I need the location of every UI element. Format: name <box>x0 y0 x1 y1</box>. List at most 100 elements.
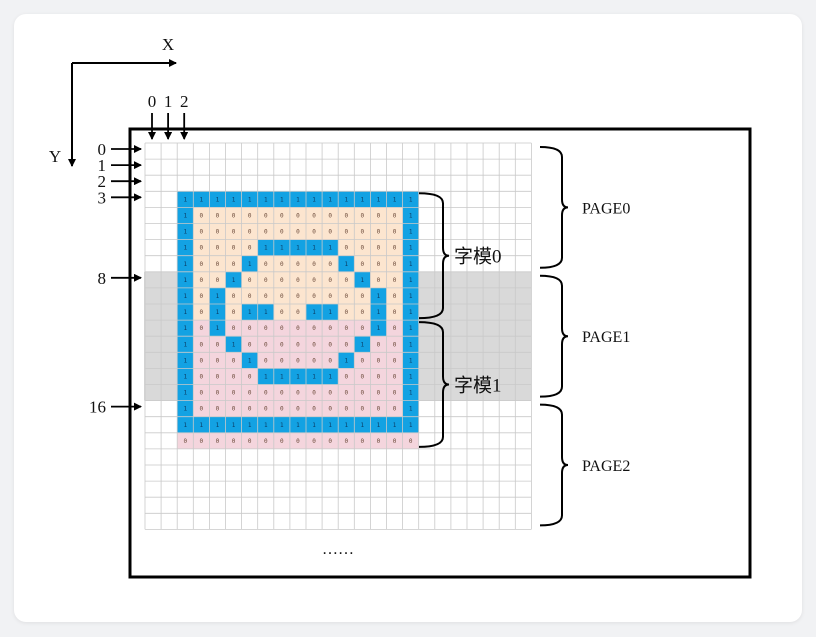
bitmap-cell-value: 1 <box>377 293 381 300</box>
bitmap-cell <box>338 416 355 433</box>
bitmap-cell <box>273 304 290 321</box>
bitmap-cell-value: 0 <box>200 261 204 268</box>
bitmap-cell <box>338 191 355 208</box>
bitmap-cell-value: 0 <box>280 212 284 219</box>
bitmap-cell-value: 1 <box>264 196 268 203</box>
bitmap-cell <box>306 304 323 321</box>
bitmap-cell-value: 0 <box>280 261 284 268</box>
bitmap-cell <box>209 304 226 321</box>
bitmap-cell <box>177 207 194 224</box>
bitmap-cell <box>289 287 306 304</box>
bitmap-cell-value: 0 <box>200 277 204 284</box>
bitmap-cell <box>241 368 258 385</box>
bitmap-cell <box>370 287 387 304</box>
bitmap-cell <box>370 352 387 369</box>
bitmap-cell-value: 0 <box>200 212 204 219</box>
bitmap-cell <box>338 320 355 337</box>
bitmap-cell-value: 0 <box>312 212 316 219</box>
bitmap-cell <box>402 239 419 256</box>
row-label: 2 <box>98 172 107 191</box>
bitmap-cell <box>370 384 387 401</box>
bitmap-cell <box>289 384 306 401</box>
page-label-0: PAGE0 <box>582 200 630 217</box>
bitmap-cell-value: 0 <box>232 293 236 300</box>
bitmap-cell-value: 1 <box>248 196 252 203</box>
bitmap-cell <box>338 271 355 288</box>
bitmap-cell-value: 0 <box>200 293 204 300</box>
bitmap-cell-value: 0 <box>216 341 220 348</box>
bitmap-cell-value: 0 <box>248 373 252 380</box>
bitmap-cell-value: 0 <box>344 245 348 252</box>
bitmap-cell <box>402 384 419 401</box>
bitmap-cell <box>338 239 355 256</box>
bitmap-cell-value: 1 <box>216 293 220 300</box>
bitmap-cell <box>225 223 242 240</box>
bitmap-cell-value: 0 <box>344 406 348 413</box>
page-brace-1: PAGE1 <box>539 274 630 398</box>
bitmap-cell-value: 0 <box>216 406 220 413</box>
bitmap-cell <box>241 223 258 240</box>
bitmap-cell-value: 1 <box>409 261 413 268</box>
bitmap-cell-value: 1 <box>248 261 252 268</box>
bitmap-cell-value: 1 <box>409 309 413 316</box>
bitmap-cell <box>209 368 226 385</box>
bitmap-cell <box>289 271 306 288</box>
bitmap-cell <box>193 271 210 288</box>
bitmap-cell-value: 0 <box>264 277 268 284</box>
bitmap-cell-value: 0 <box>280 341 284 348</box>
bitmap-cell-value: 0 <box>344 390 348 397</box>
bitmap-cell <box>370 271 387 288</box>
bitmap-cell <box>289 239 306 256</box>
bitmap-cell-value: 1 <box>183 261 187 268</box>
bitmap-cell-value: 1 <box>280 373 284 380</box>
bitmap-cell <box>225 336 242 353</box>
bitmap-cell <box>257 368 274 385</box>
bitmap-cell <box>193 432 210 449</box>
bitmap-cell-value: 1 <box>393 196 397 203</box>
bitmap-cell-value: 1 <box>344 261 348 268</box>
bitmap-cell <box>338 336 355 353</box>
bitmap-cell-value: 0 <box>296 438 300 445</box>
bitmap-cell-value: 1 <box>296 422 300 429</box>
bitmap-cell <box>386 239 403 256</box>
bitmap-cell-value: 0 <box>377 373 381 380</box>
bitmap-cell <box>193 416 210 433</box>
bitmap-cell <box>386 432 403 449</box>
bitmap-cell <box>322 368 339 385</box>
bitmap-cell-value: 0 <box>312 390 316 397</box>
bitmap-cell <box>273 207 290 224</box>
bitmap-cell-value: 1 <box>264 309 268 316</box>
bitmap-cell-value: 1 <box>409 196 413 203</box>
bitmap-cell-value: 0 <box>361 438 365 445</box>
bitmap-cell <box>225 304 242 321</box>
bitmap-cell <box>354 400 371 417</box>
bitmap-cell-value: 1 <box>216 422 220 429</box>
bitmap-cell-value: 1 <box>377 422 381 429</box>
bitmap-cell <box>209 352 226 369</box>
bitmap-cell-value: 0 <box>377 261 381 268</box>
bitmap-cell <box>257 271 274 288</box>
bitmap-cell <box>241 416 258 433</box>
bitmap-cell-value: 1 <box>232 196 236 203</box>
bitmap-cell-value: 0 <box>312 293 316 300</box>
bitmap-cell-value: 0 <box>264 438 268 445</box>
bitmap-cell <box>257 191 274 208</box>
bitmap-cell <box>322 320 339 337</box>
bitmap-cell-value: 0 <box>232 438 236 445</box>
bitmap-cell <box>209 416 226 433</box>
bitmap-cell <box>370 368 387 385</box>
bitmap-cell-value: 0 <box>344 309 348 316</box>
bitmap-cell-value: 0 <box>232 261 236 268</box>
bitmap-cell <box>241 432 258 449</box>
bitmap-cell <box>225 255 242 272</box>
bitmap-cell-value: 1 <box>409 245 413 252</box>
bitmap-cell-value: 0 <box>377 229 381 236</box>
bitmap-cell <box>241 320 258 337</box>
bitmap-cell <box>241 271 258 288</box>
bitmap-cell-value: 1 <box>248 357 252 364</box>
bitmap-cell-value: 0 <box>377 277 381 284</box>
bitmap-cell-value: 0 <box>296 229 300 236</box>
bitmap-cell-value: 1 <box>361 341 365 348</box>
bitmap-cell-value: 0 <box>264 325 268 332</box>
bitmap-cell <box>177 255 194 272</box>
